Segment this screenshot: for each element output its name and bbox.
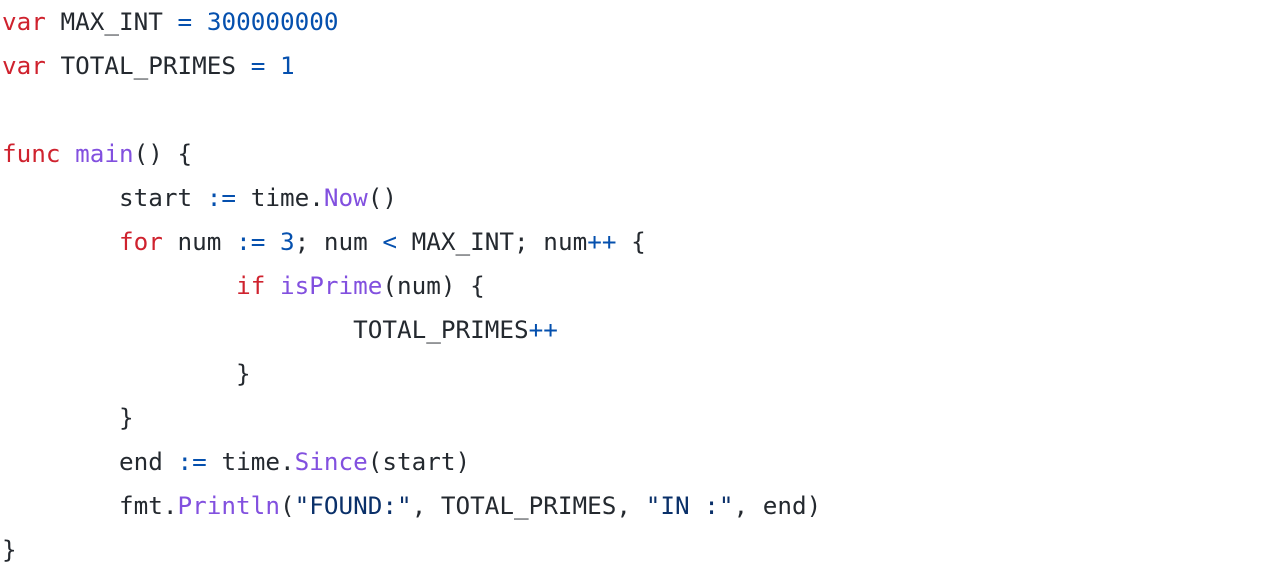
operator-token: := (206, 183, 237, 212)
function-token: Now (323, 183, 368, 212)
text-token: } (2, 359, 251, 388)
code-line: func main() { (2, 132, 821, 176)
text-token (265, 51, 280, 80)
text-token: } (2, 403, 134, 432)
text-token: } (2, 535, 17, 564)
code-line: } (2, 352, 821, 396)
function-token: main (75, 139, 134, 168)
number-token: 300000000 (206, 7, 339, 36)
text-token: , end) (733, 491, 822, 520)
code-line: } (2, 396, 821, 440)
code-line: } (2, 528, 821, 572)
operator-token: ++ (587, 227, 617, 256)
code-line: if isPrime(num) { (2, 264, 821, 308)
text-token: , TOTAL_PRIMES, (411, 491, 646, 520)
operator-token: := (177, 447, 207, 476)
keyword-token: for (119, 227, 163, 256)
text-token (2, 271, 236, 300)
code-line (2, 88, 821, 132)
text-token: end (2, 447, 178, 476)
operator-token: < (382, 227, 398, 256)
text-token: MAX_INT (45, 7, 178, 36)
text-token (265, 271, 280, 300)
operator-token: ++ (528, 315, 558, 344)
text-token: ; num (294, 227, 383, 256)
text-token: time. (236, 183, 324, 212)
text-token: { (616, 227, 646, 256)
string-token: "IN :" (645, 491, 734, 520)
text-token: () (367, 183, 397, 212)
text-token: () { (133, 139, 193, 168)
text-token: fmt. (2, 491, 178, 520)
code-line: for num := 3; num < MAX_INT; num++ { (2, 220, 821, 264)
number-token: 1 (279, 51, 295, 80)
text-token: num (162, 227, 237, 256)
string-token: "FOUND:" (294, 491, 412, 520)
text-token (192, 7, 207, 36)
code-line: start := time.Now() (2, 176, 821, 220)
function-token: Println (177, 491, 280, 520)
text-token: MAX_INT; num (397, 227, 588, 256)
number-token: 3 (279, 227, 295, 256)
code-line: end := time.Since(start) (2, 440, 821, 484)
code-line: var MAX_INT = 300000000 (2, 0, 821, 44)
keyword-token: func (2, 139, 61, 168)
code-line: TOTAL_PRIMES++ (2, 308, 821, 352)
text-token: time. (206, 447, 295, 476)
keyword-token: if (236, 271, 266, 300)
text-token: TOTAL_PRIMES (45, 51, 251, 80)
operator-token: := (236, 227, 266, 256)
operator-token: = (177, 7, 193, 36)
text-token (61, 139, 76, 168)
text-token: (start) (367, 447, 471, 476)
code-line: var TOTAL_PRIMES = 1 (2, 44, 821, 88)
function-token: Since (294, 447, 368, 476)
function-token: isPrime (279, 271, 383, 300)
text-token: ( (279, 491, 295, 520)
keyword-token: var (2, 7, 46, 36)
operator-token: = (250, 51, 266, 80)
text-token: start (2, 183, 207, 212)
text-token (2, 227, 119, 256)
code-line: fmt.Println("FOUND:", TOTAL_PRIMES, "IN … (2, 484, 821, 528)
text-token: (num) { (382, 271, 485, 300)
keyword-token: var (2, 51, 46, 80)
text-token: TOTAL_PRIMES (2, 315, 529, 344)
text-token (265, 227, 280, 256)
